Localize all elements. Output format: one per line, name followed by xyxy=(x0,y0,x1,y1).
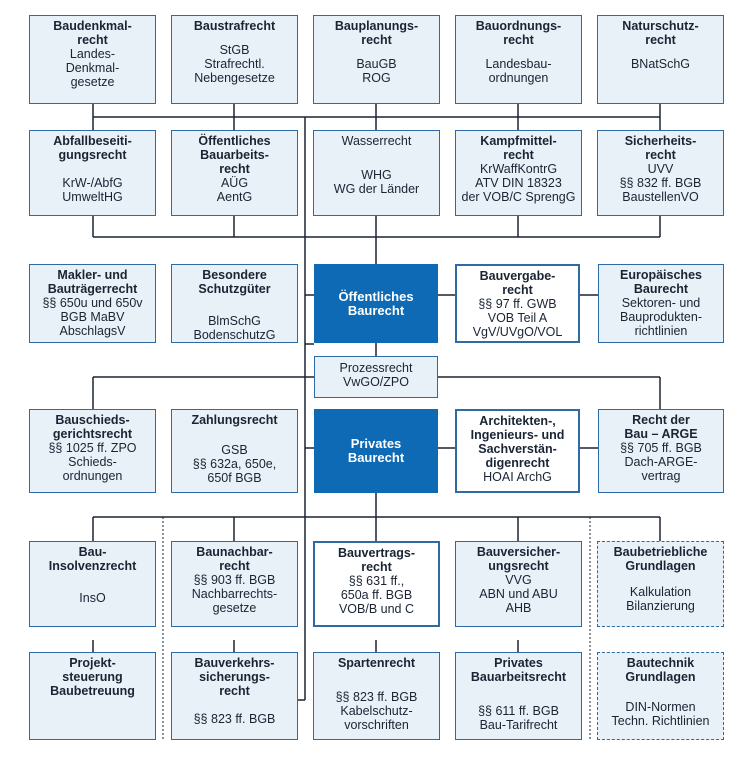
box-bautechnik-grundlagen: Bautechnik Grundlagen DIN-Normen Techn. … xyxy=(597,652,724,740)
box-recht-der-bau-arge: Recht der Bau – ARGE §§ 705 ff. BGB Dach… xyxy=(598,409,724,493)
box-title: Sicherheits- recht xyxy=(624,134,697,162)
box-title: Spartenrecht xyxy=(337,656,416,670)
box-content: HOAI ArchG xyxy=(483,470,552,484)
box-content: StGB Strafrechtl. Nebengesetze xyxy=(194,43,275,85)
box-content: Landes- Denkmal- gesetze xyxy=(65,47,120,89)
box-bauvergaberecht: Bauvergabe- recht §§ 97 ff. GWB VOB Teil… xyxy=(455,264,580,343)
box-privates-bauarbeitsrecht: Privates Bauarbeitsrecht §§ 611 ff. BGB … xyxy=(455,652,582,740)
box-bauordnungsrecht: Bauordnungs- recht Landesbau- ordnungen xyxy=(455,15,582,104)
box-content: §§ 903 ff. BGB Nachbarrechts- gesetze xyxy=(191,573,278,615)
box-title: Abfallbeseiti- gungsrecht xyxy=(53,134,132,162)
box-content: §§ 823 ff. BGB xyxy=(193,712,276,726)
box-content: §§ 97 ff. GWB VOB Teil A VgV/UVgO/VOL xyxy=(472,297,563,339)
box-title: Europäisches Baurecht xyxy=(620,268,702,296)
box-bauplanungsrecht: Bauplanungs- recht BauGB ROG xyxy=(313,15,440,104)
box-title: Projekt- steuerung Baubetreuung xyxy=(50,656,135,698)
box-content: BNatSchG xyxy=(630,57,691,71)
box-privates-baurecht: Privates Baurecht xyxy=(314,409,438,493)
box-sicherheitsrecht: Sicherheits- recht UVV §§ 832 ff. BGB Ba… xyxy=(597,130,724,216)
box-content: InsO xyxy=(79,591,106,605)
box-kampfmittelrecht: Kampfmittel- recht KrWaffKontrG ATV DIN … xyxy=(455,130,582,216)
box-title: Baudenkmal- recht xyxy=(53,19,132,47)
box-title: Architekten-, Ingenieurs- und Sachverstä… xyxy=(470,414,565,470)
box-abfallbeseitigungsrecht: Abfallbeseiti- gungsrecht KrW-/AbfG Umwe… xyxy=(29,130,156,216)
box-title: Privates Bauarbeitsrecht xyxy=(470,656,567,684)
box-content: §§ 650u und 650v BGB MaBV AbschlagsV xyxy=(42,296,143,338)
box-bauvertragsrecht: Bauvertrags- recht §§ 631 ff., 650a ff. … xyxy=(313,541,440,627)
box-title: Bauverkehrs- sicherungs- recht xyxy=(194,656,275,698)
box-title: Recht der Bau – ARGE xyxy=(624,413,698,441)
box-content: Kalkulation Bilanzierung xyxy=(626,585,695,613)
box-title: Bauplanungs- recht xyxy=(334,19,419,47)
box-title: Zahlungsrecht xyxy=(191,413,278,427)
box-title: Bauordnungs- recht xyxy=(475,19,562,47)
box-bauversicherungsrecht: Bauversicher- ungsrecht VVG ABN und ABU … xyxy=(455,541,582,627)
box-title: Öffentliches Bauarbeits- recht xyxy=(198,134,271,176)
box-title: Bauversicher- ungsrecht xyxy=(476,545,561,573)
box-title: Bautechnik Grundlagen xyxy=(625,656,696,684)
box-content: WHG WG der Länder xyxy=(333,168,420,196)
box-baustrafrecht: Baustrafrecht StGB Strafrechtl. Nebenges… xyxy=(171,15,298,104)
box-naturschutzrecht: Naturschutz- recht BNatSchG xyxy=(597,15,724,104)
box-content: VVG ABN und ABU AHB xyxy=(479,573,558,615)
box-content: §§ 823 ff. BGB Kabelschutz- vorschriften xyxy=(335,690,418,732)
box-architektenrecht: Architekten-, Ingenieurs- und Sachverstä… xyxy=(455,409,580,493)
box-title: Baustrafrecht xyxy=(193,19,276,33)
box-oeffentliches-bauarbeitsrecht: Öffentliches Bauarbeits- recht AÜG AentG xyxy=(171,130,298,216)
box-prozessrecht: Prozessrecht VwGO/ZPO xyxy=(314,356,438,398)
box-baudenkmalrecht: Baudenkmal- recht Landes- Denkmal- geset… xyxy=(29,15,156,104)
box-title: Bauvergabe- recht xyxy=(479,269,556,297)
box-title: Besondere Schutzgüter xyxy=(198,268,271,296)
box-title: Kampfmittel- recht xyxy=(480,134,557,162)
box-baubetriebliche-grundlagen: Baubetriebliche Grundlagen Kalkulation B… xyxy=(597,541,724,627)
box-content: §§ 611 ff. BGB Bau-Tarifrecht xyxy=(478,704,559,732)
box-title: Privates Baurecht xyxy=(347,436,405,465)
box-makler-bautraegerrecht: Makler- und Bauträgerrecht §§ 650u und 6… xyxy=(29,264,156,343)
box-content: KrWaffKontrG ATV DIN 18323 der VOB/C Spr… xyxy=(461,162,576,204)
box-content: BlmSchG BodenschutzG xyxy=(193,314,276,342)
box-content: KrW-/AbfG UmweltHG xyxy=(62,176,123,204)
box-title: Baunachbar- recht xyxy=(196,545,273,573)
box-title: Bau- Insolvenzrecht xyxy=(48,545,137,573)
box-title: Baubetriebliche Grundlagen xyxy=(613,545,708,573)
box-content: BauGB ROG xyxy=(356,57,397,85)
box-content: GSB §§ 632a, 650e, 650f BGB xyxy=(192,443,277,485)
box-bauschiedsgerichtsrecht: Bauschieds- gerichtsrecht §§ 1025 ff. ZP… xyxy=(29,409,156,493)
box-content: Sektoren- und Bauprodukten- richtlinien xyxy=(619,296,702,338)
box-title: Makler- und Bauträgerrecht xyxy=(47,268,138,296)
box-content: §§ 631 ff., 650a ff. BGB VOB/B und C xyxy=(338,574,415,616)
box-spartenrecht: Spartenrecht §§ 823 ff. BGB Kabelschutz-… xyxy=(313,652,440,740)
box-zahlungsrecht: Zahlungsrecht GSB §§ 632a, 650e, 650f BG… xyxy=(171,409,298,493)
box-content: Landesbau- ordnungen xyxy=(485,57,552,85)
box-content: AÜG AentG xyxy=(216,176,253,204)
box-content: §§ 1025 ff. ZPO Schieds- ordnungen xyxy=(48,441,137,483)
box-besondere-schutzgueter: Besondere Schutzgüter BlmSchG Bodenschut… xyxy=(171,264,298,343)
box-baunachbarrecht: Baunachbar- recht §§ 903 ff. BGB Nachbar… xyxy=(171,541,298,627)
box-content: UVV §§ 832 ff. BGB BaustellenVO xyxy=(619,162,702,204)
box-wasserrecht: Wasserrecht WHG WG der Länder xyxy=(313,130,440,216)
box-bauverkehrssicherungsrecht: Bauverkehrs- sicherungs- recht §§ 823 ff… xyxy=(171,652,298,740)
box-title: Bauschieds- gerichtsrecht xyxy=(52,413,133,441)
box-content: §§ 705 ff. BGB Dach-ARGE- vertrag xyxy=(620,441,702,483)
box-bau-insolvenzrecht: Bau- Insolvenzrecht InsO xyxy=(29,541,156,627)
box-projektsteuerung: Projekt- steuerung Baubetreuung xyxy=(29,652,156,740)
box-title: Bauvertrags- recht xyxy=(337,546,416,574)
box-title: Wasserrecht xyxy=(341,134,412,148)
box-europaeisches-baurecht: Europäisches Baurecht Sektoren- und Baup… xyxy=(598,264,724,343)
box-oeffentliches-baurecht: Öffentliches Baurecht xyxy=(314,264,438,343)
box-content: Prozessrecht VwGO/ZPO xyxy=(339,361,413,389)
box-title: Öffentliches Baurecht xyxy=(338,288,414,318)
box-content: DIN-Normen Techn. Richtlinien xyxy=(611,700,710,728)
box-title: Naturschutz- recht xyxy=(622,19,699,47)
